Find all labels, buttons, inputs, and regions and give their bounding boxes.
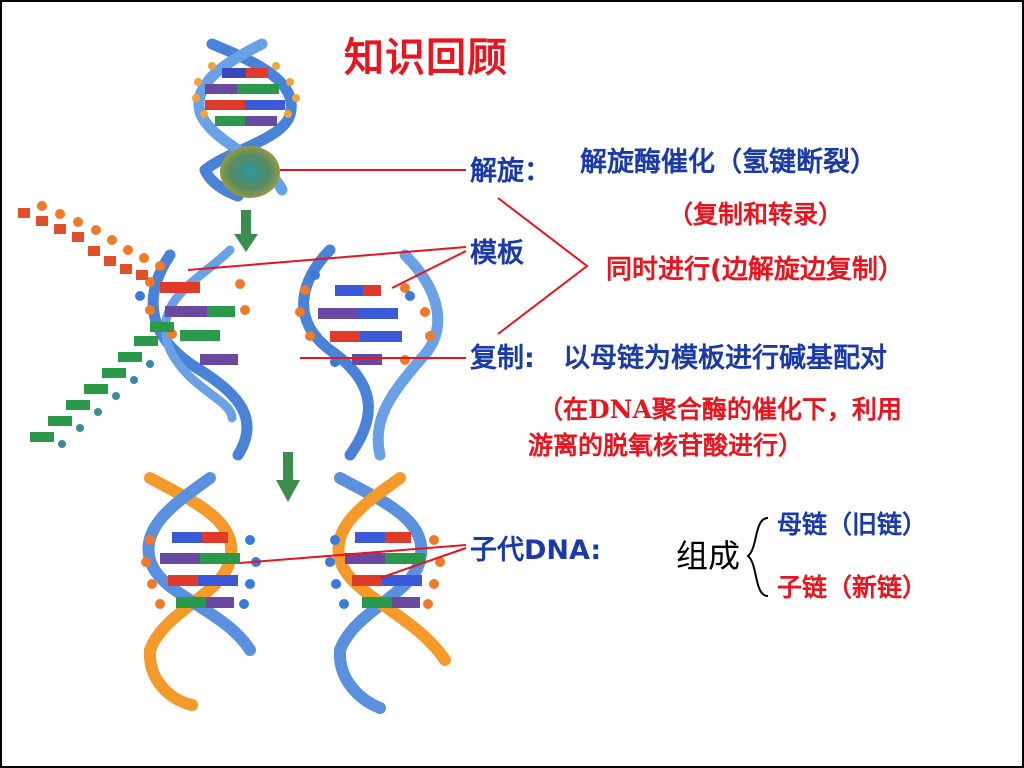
down-arrow-icon (276, 452, 300, 502)
daughter-strand-label: 子链（新链） (777, 573, 928, 602)
unwinding-label: 解旋： (470, 156, 551, 187)
daughter-dna-label: 子代DNA: (470, 535, 602, 566)
angle-bracket (497, 197, 589, 335)
pointer-lines (187, 169, 589, 579)
curly-brace (746, 517, 769, 597)
pointer-daughter-left (239, 544, 467, 564)
replication-note-line1: （在DNA聚合酶的催化下，利用 (538, 395, 902, 424)
simultaneous-note: 同时进行(边解旋边复制） (606, 255, 904, 285)
replication-description: 以母链为模板进行碱基配对 (563, 343, 887, 374)
top-dna-helix (192, 38, 300, 202)
unwinding-description: 解旋酶催化（氢键断裂） (580, 147, 877, 178)
pointer-template-left (187, 246, 467, 271)
down-arrow-icon (234, 210, 258, 252)
daughter-dna-helix-left (141, 472, 261, 711)
composed-of-label: 组成 (676, 537, 741, 575)
replication-label: 复制: (470, 343, 535, 374)
template-label: 模板 (470, 238, 524, 269)
pointer-daughter-right (379, 547, 467, 579)
parent-strand-label: 母链（旧链） (777, 510, 928, 539)
daughter-dna-helix-right (325, 472, 451, 714)
replication-fork (18, 201, 444, 461)
helicase-enzyme (220, 146, 280, 198)
unwinding-note: （复制和转录） (668, 200, 844, 229)
replication-note-line2: 游离的脱氧核苷酸进行） (528, 431, 804, 460)
pointer-template-right (391, 250, 467, 289)
slide-title: 知识回顾 (344, 35, 508, 81)
